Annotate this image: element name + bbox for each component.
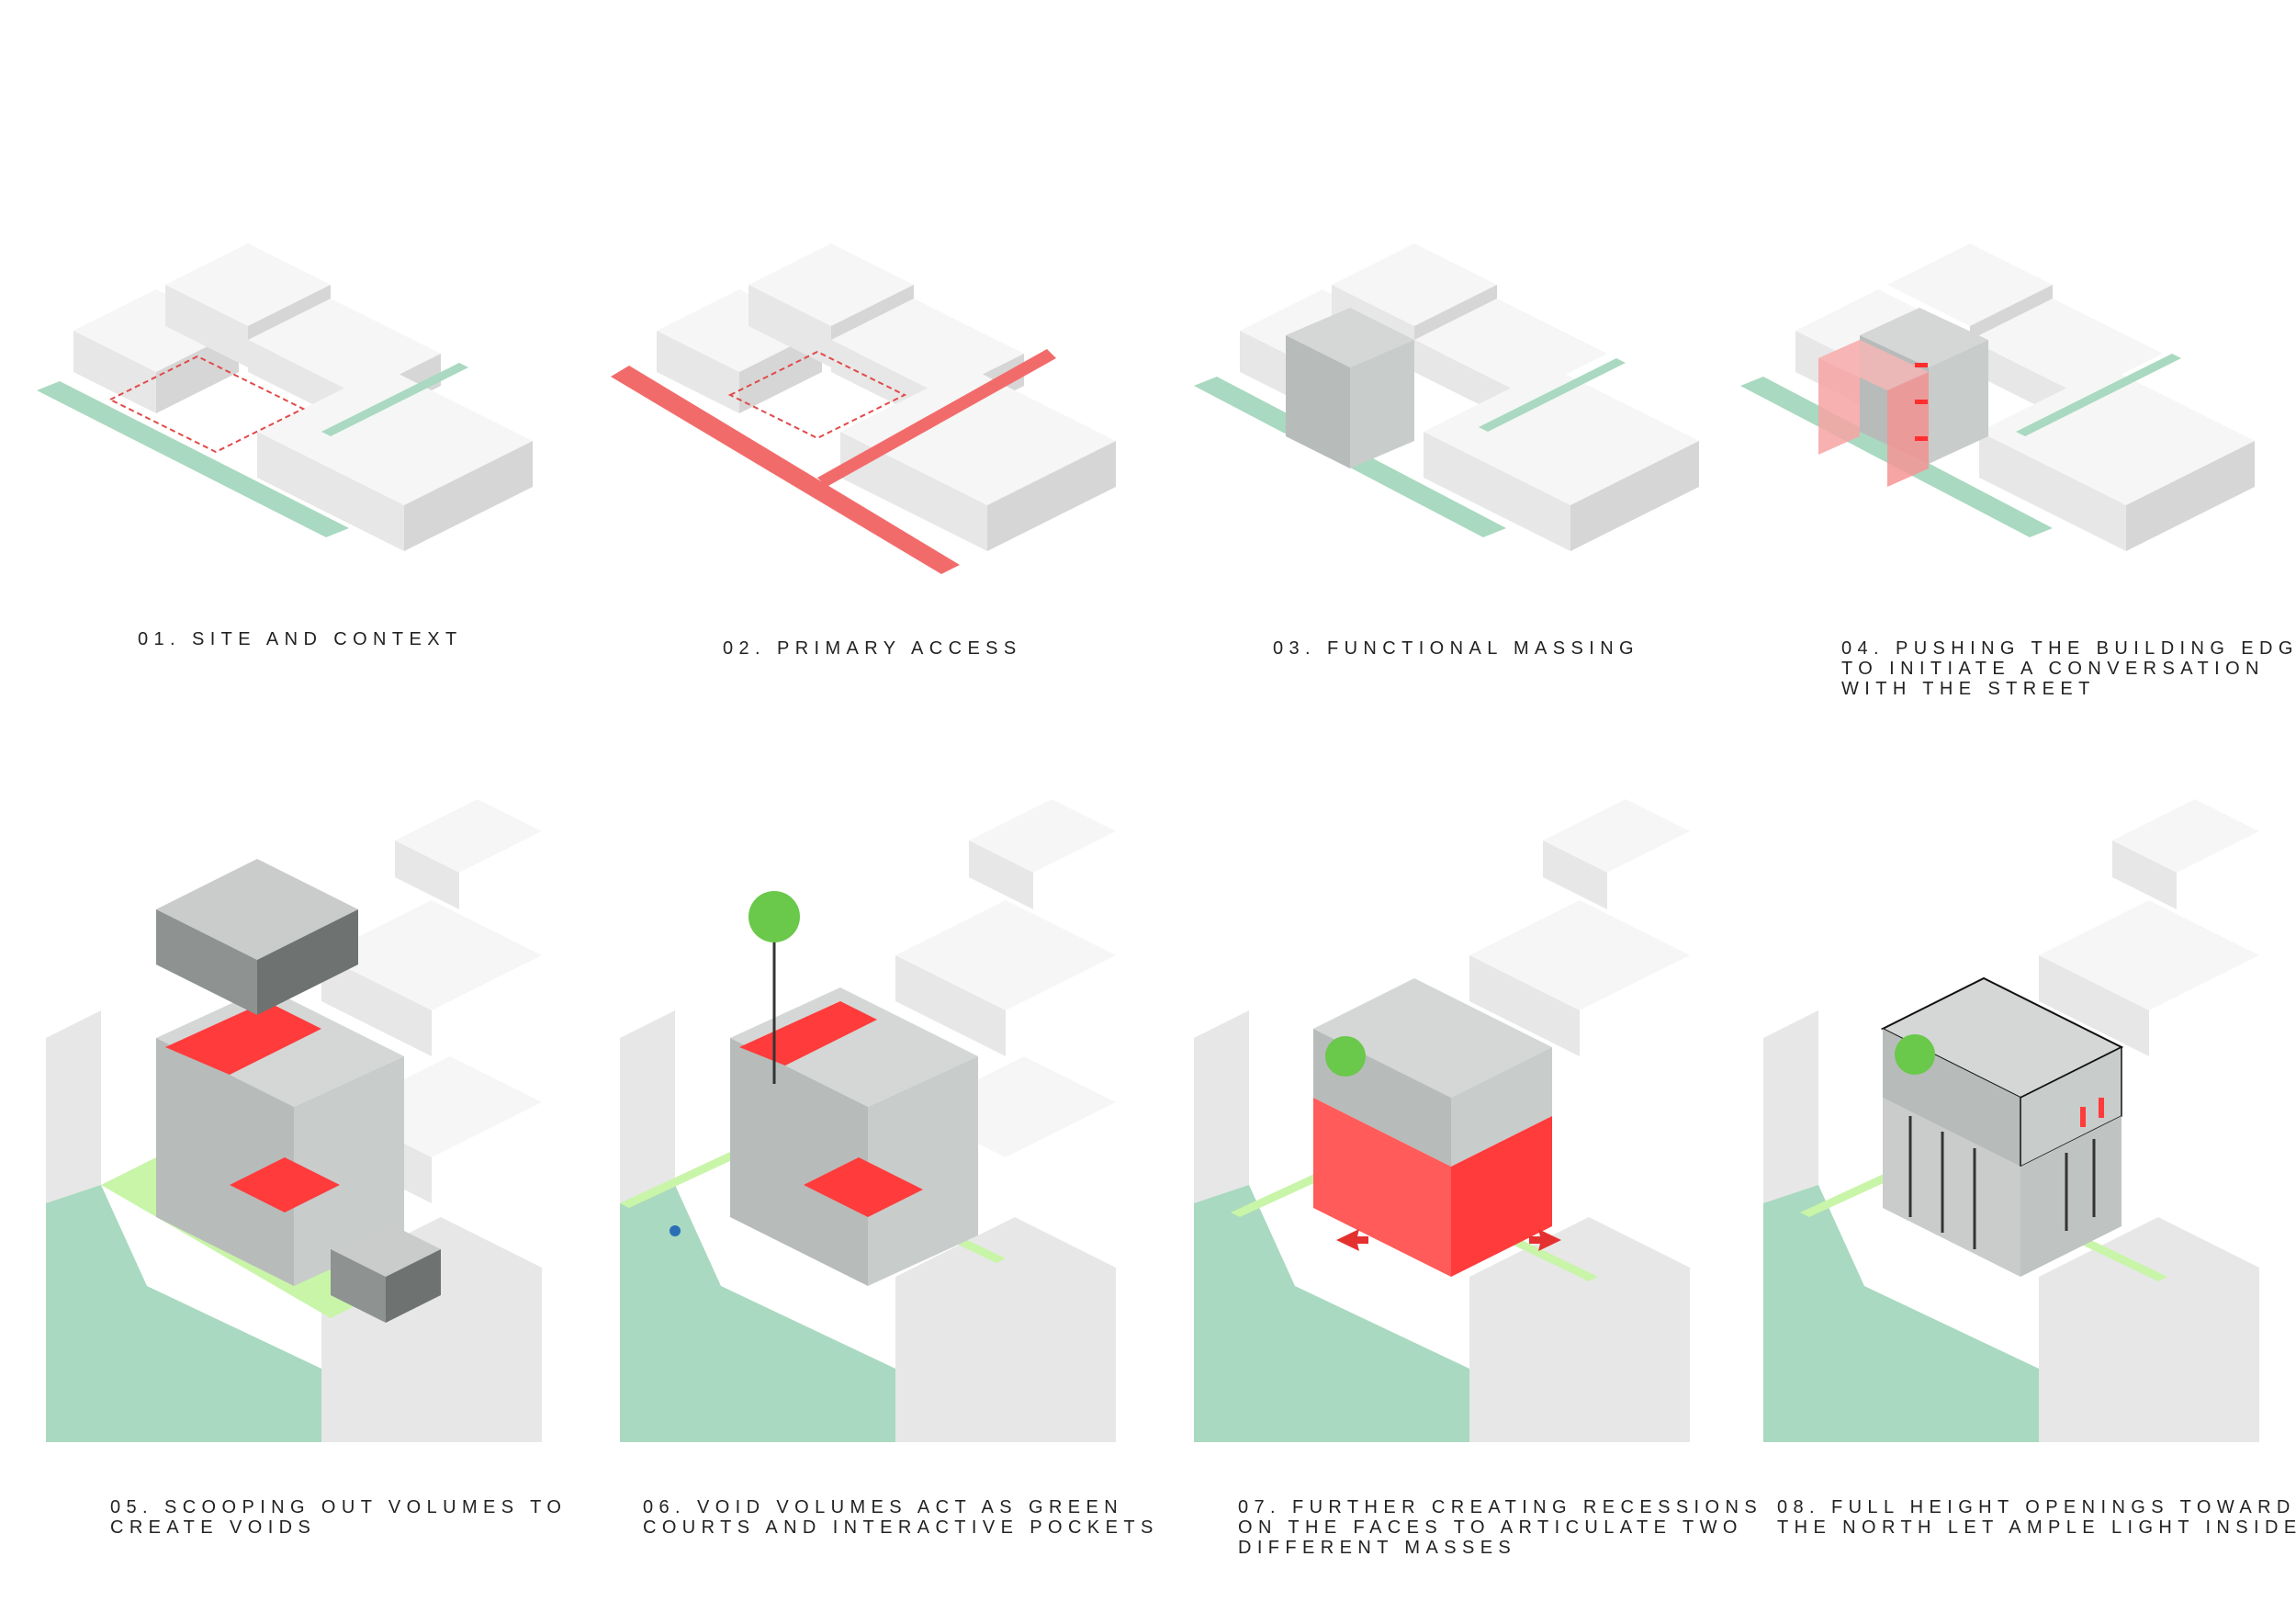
step-caption-04: 04. PUSHING THE BUILDING EDGE TO INITIAT… (1841, 638, 2296, 699)
diagram-step-08 (1763, 799, 2259, 1442)
diagram-step-03 (1185, 202, 1754, 588)
step-caption-05: 05. SCOOPING OUT VOLUMES TO CREATE VOIDS (110, 1497, 567, 1538)
tree-canopy (1325, 1036, 1366, 1077)
tree-canopy (748, 891, 800, 942)
diagram-step-04 (1740, 202, 2291, 588)
step-caption-02: 02. PRIMARY ACCESS (723, 638, 1022, 659)
step-caption-01: 01. SITE AND CONTEXT (138, 629, 463, 649)
step-caption-06: 06. VOID VOLUMES ACT AS GREEN COURTS AND… (643, 1497, 1159, 1538)
diagram-step-06 (620, 799, 1116, 1442)
diagram-step-02 (602, 202, 1171, 588)
tree-canopy (1895, 1034, 1935, 1075)
step-caption-08: 08. FULL HEIGHT OPENINGS TOWARDS THE NOR… (1777, 1497, 2296, 1538)
diagram-step-01 (18, 202, 588, 588)
person-figure (670, 1225, 681, 1236)
diagram-step-05 (46, 799, 542, 1442)
diagram-step-07 (1194, 799, 1690, 1442)
main-mass (730, 987, 978, 1286)
step-caption-07: 07. FURTHER CREATING RECESSIONS ON THE F… (1238, 1497, 1762, 1558)
context-blocks (657, 243, 1116, 551)
functional-mass (1286, 308, 1414, 468)
step-caption-03: 03. FUNCTIONAL MASSING (1273, 638, 1639, 659)
